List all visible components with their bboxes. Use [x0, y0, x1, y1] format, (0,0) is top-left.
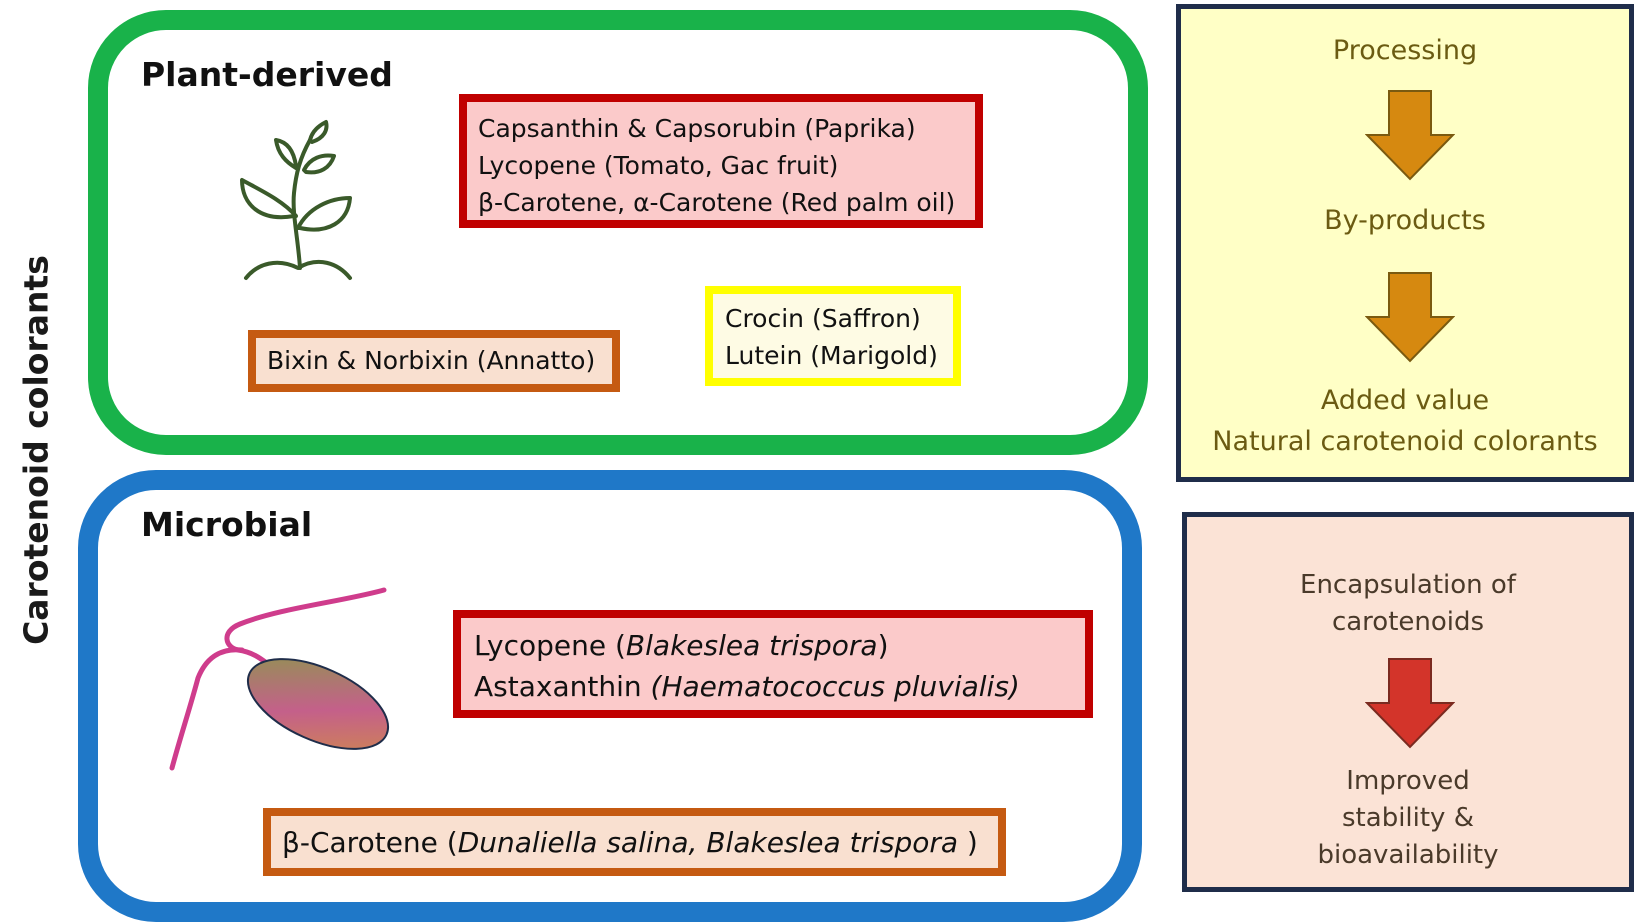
plant-orange-box: Bixin & Norbixin (Annatto) [248, 330, 620, 392]
lycopene-close: ) [877, 629, 889, 662]
astaxanthin-pigment: Astaxanthin [474, 670, 651, 703]
microbial-title: Microbial [141, 505, 313, 544]
plant-orange-line: Bixin & Norbixin (Annatto) [267, 346, 596, 375]
encapsulation-label-2: carotenoids [1331, 607, 1485, 637]
plant-red-line-1: Capsanthin & Capsorubin (Paprika) [478, 114, 916, 143]
lycopene-source: Blakeslea trispora [625, 629, 878, 662]
lycopene-pigment: Lycopene ( [474, 629, 626, 662]
beta-carotene-close: ) [958, 826, 978, 859]
microbial-red-line-1: Lycopene (Blakeslea trispora) [474, 625, 1085, 666]
microbial-red-line-2: Astaxanthin (Haematococcus pluvialis) [474, 666, 1085, 707]
encapsulation-panel: Encapsulation of carotenoids Improved st… [1182, 512, 1634, 892]
astaxanthin-source: (Haematococcus pluvialis) [650, 670, 1020, 703]
beta-carotene-pigment: β-Carotene ( [282, 826, 458, 859]
processing-label: Processing [1332, 35, 1478, 66]
beta-carotene-source: Dunaliella salina, Blakeslea trispora [457, 826, 959, 859]
plant-yellow-box: Crocin (Saffron) Lutein (Marigold) [705, 286, 961, 386]
microbial-orange-box: β-Carotene (Dunaliella salina, Blakeslea… [263, 808, 1006, 876]
bioavailability-label: bioavailability [1317, 840, 1499, 870]
plant-derived-title: Plant-derived [141, 55, 393, 94]
stability-label: stability & [1342, 803, 1474, 833]
plant-red-line-2: Lycopene (Tomato, Gac fruit) [478, 151, 839, 180]
vertical-label: Carotenoid colorants [14, 250, 58, 650]
plant-yellow-line-2: Lutein (Marigold) [725, 341, 938, 370]
encapsulation-label-1: Encapsulation of [1300, 570, 1516, 600]
microbial-orange-line: β-Carotene (Dunaliella salina, Blakeslea… [282, 822, 998, 863]
by-products-label: By-products [1324, 205, 1486, 236]
down-arrow-icon [1365, 90, 1455, 181]
added-value-label: Added value [1320, 385, 1490, 416]
microbial-red-box: Lycopene (Blakeslea trispora) Astaxanthi… [453, 610, 1093, 718]
natural-colorants-label: Natural carotenoid colorants [1212, 426, 1598, 457]
plant-yellow-line-1: Crocin (Saffron) [725, 304, 921, 333]
down-arrow-icon [1365, 272, 1455, 363]
microbe-cell-icon [169, 587, 390, 771]
improved-label: Improved [1346, 766, 1470, 796]
plant-red-line-3: β-Carotene, α-Carotene (Red palm oil) [478, 188, 956, 217]
vertical-label-text: Carotenoid colorants [16, 255, 56, 645]
plant-icon [240, 120, 352, 280]
processing-panel: Processing By-products Added value Natur… [1176, 4, 1634, 482]
down-arrow-icon [1365, 658, 1455, 749]
plant-red-box: Capsanthin & Capsorubin (Paprika) Lycope… [459, 94, 983, 228]
